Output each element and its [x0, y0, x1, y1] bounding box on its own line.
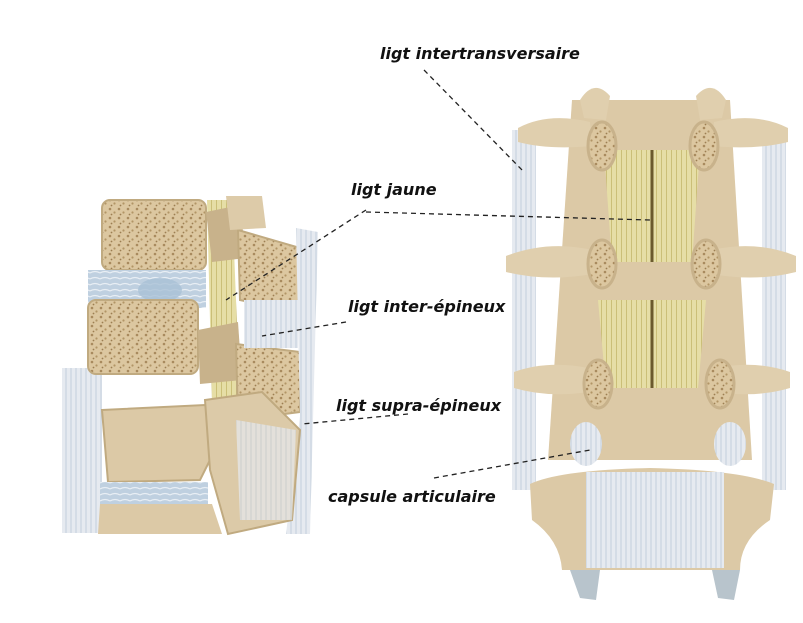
label-supra-epineux: ligt supra-épineux — [336, 396, 502, 415]
nucleus-pulposus — [138, 278, 182, 302]
leader-jaune-right — [365, 211, 651, 221]
label-inter-epineux: ligt inter-épineux — [348, 297, 506, 316]
transverse-process-2-left — [506, 246, 592, 278]
interspinous-ligament-section — [244, 300, 298, 348]
vertebral-body-bottom — [98, 504, 222, 534]
lamina-middle — [198, 322, 242, 384]
leader-supra-epineux — [301, 413, 409, 425]
label-capsule-articulaire: capsule articulaire — [328, 487, 496, 506]
superior-articular-right — [696, 87, 726, 120]
label-jaune: ligt jaune — [351, 180, 437, 199]
transverse-process-1-left — [518, 118, 592, 148]
spinous-process-upper — [236, 228, 302, 314]
intertransverse-ligament-left — [512, 130, 536, 490]
spinous-cut-3-right — [704, 358, 736, 410]
sagittal-section-view — [62, 196, 318, 536]
articular-capsule-right — [714, 422, 746, 466]
leader-jaune-left — [225, 209, 367, 301]
leader-lines — [225, 69, 651, 479]
spinous-cut-1-right — [688, 120, 720, 172]
transverse-process-3-left — [514, 364, 588, 395]
lower-ligament-fibers — [236, 420, 296, 520]
articular-capsule-left — [570, 422, 602, 466]
anterior-ligament — [62, 368, 102, 533]
vertebral-body-upper — [101, 199, 207, 271]
transverse-process-2-right — [712, 246, 796, 278]
vertebral-body-lower — [100, 403, 222, 484]
supraspinous-ligament-section — [286, 228, 318, 534]
intertransverse-ligament-right — [762, 130, 786, 490]
superior-articular-left — [580, 87, 610, 120]
spinous-cut-2-left — [586, 238, 618, 290]
posterior-longitudinal-ligament — [586, 472, 724, 568]
spinous-cut-2-right — [690, 238, 722, 290]
transverse-process-1-right — [712, 118, 788, 148]
intervertebral-disc-lower — [100, 482, 208, 504]
leader-intertransversaire — [423, 69, 525, 173]
label-intertransversaire: ligt intertransversaire — [380, 44, 580, 63]
spinous-cut-3-left — [582, 358, 614, 410]
spine-top-tip — [226, 196, 266, 230]
posterior-view — [506, 87, 796, 600]
spinous-cut-1-left — [586, 120, 618, 172]
vertebral-body-middle — [87, 299, 199, 375]
inferior-processes — [570, 570, 740, 600]
